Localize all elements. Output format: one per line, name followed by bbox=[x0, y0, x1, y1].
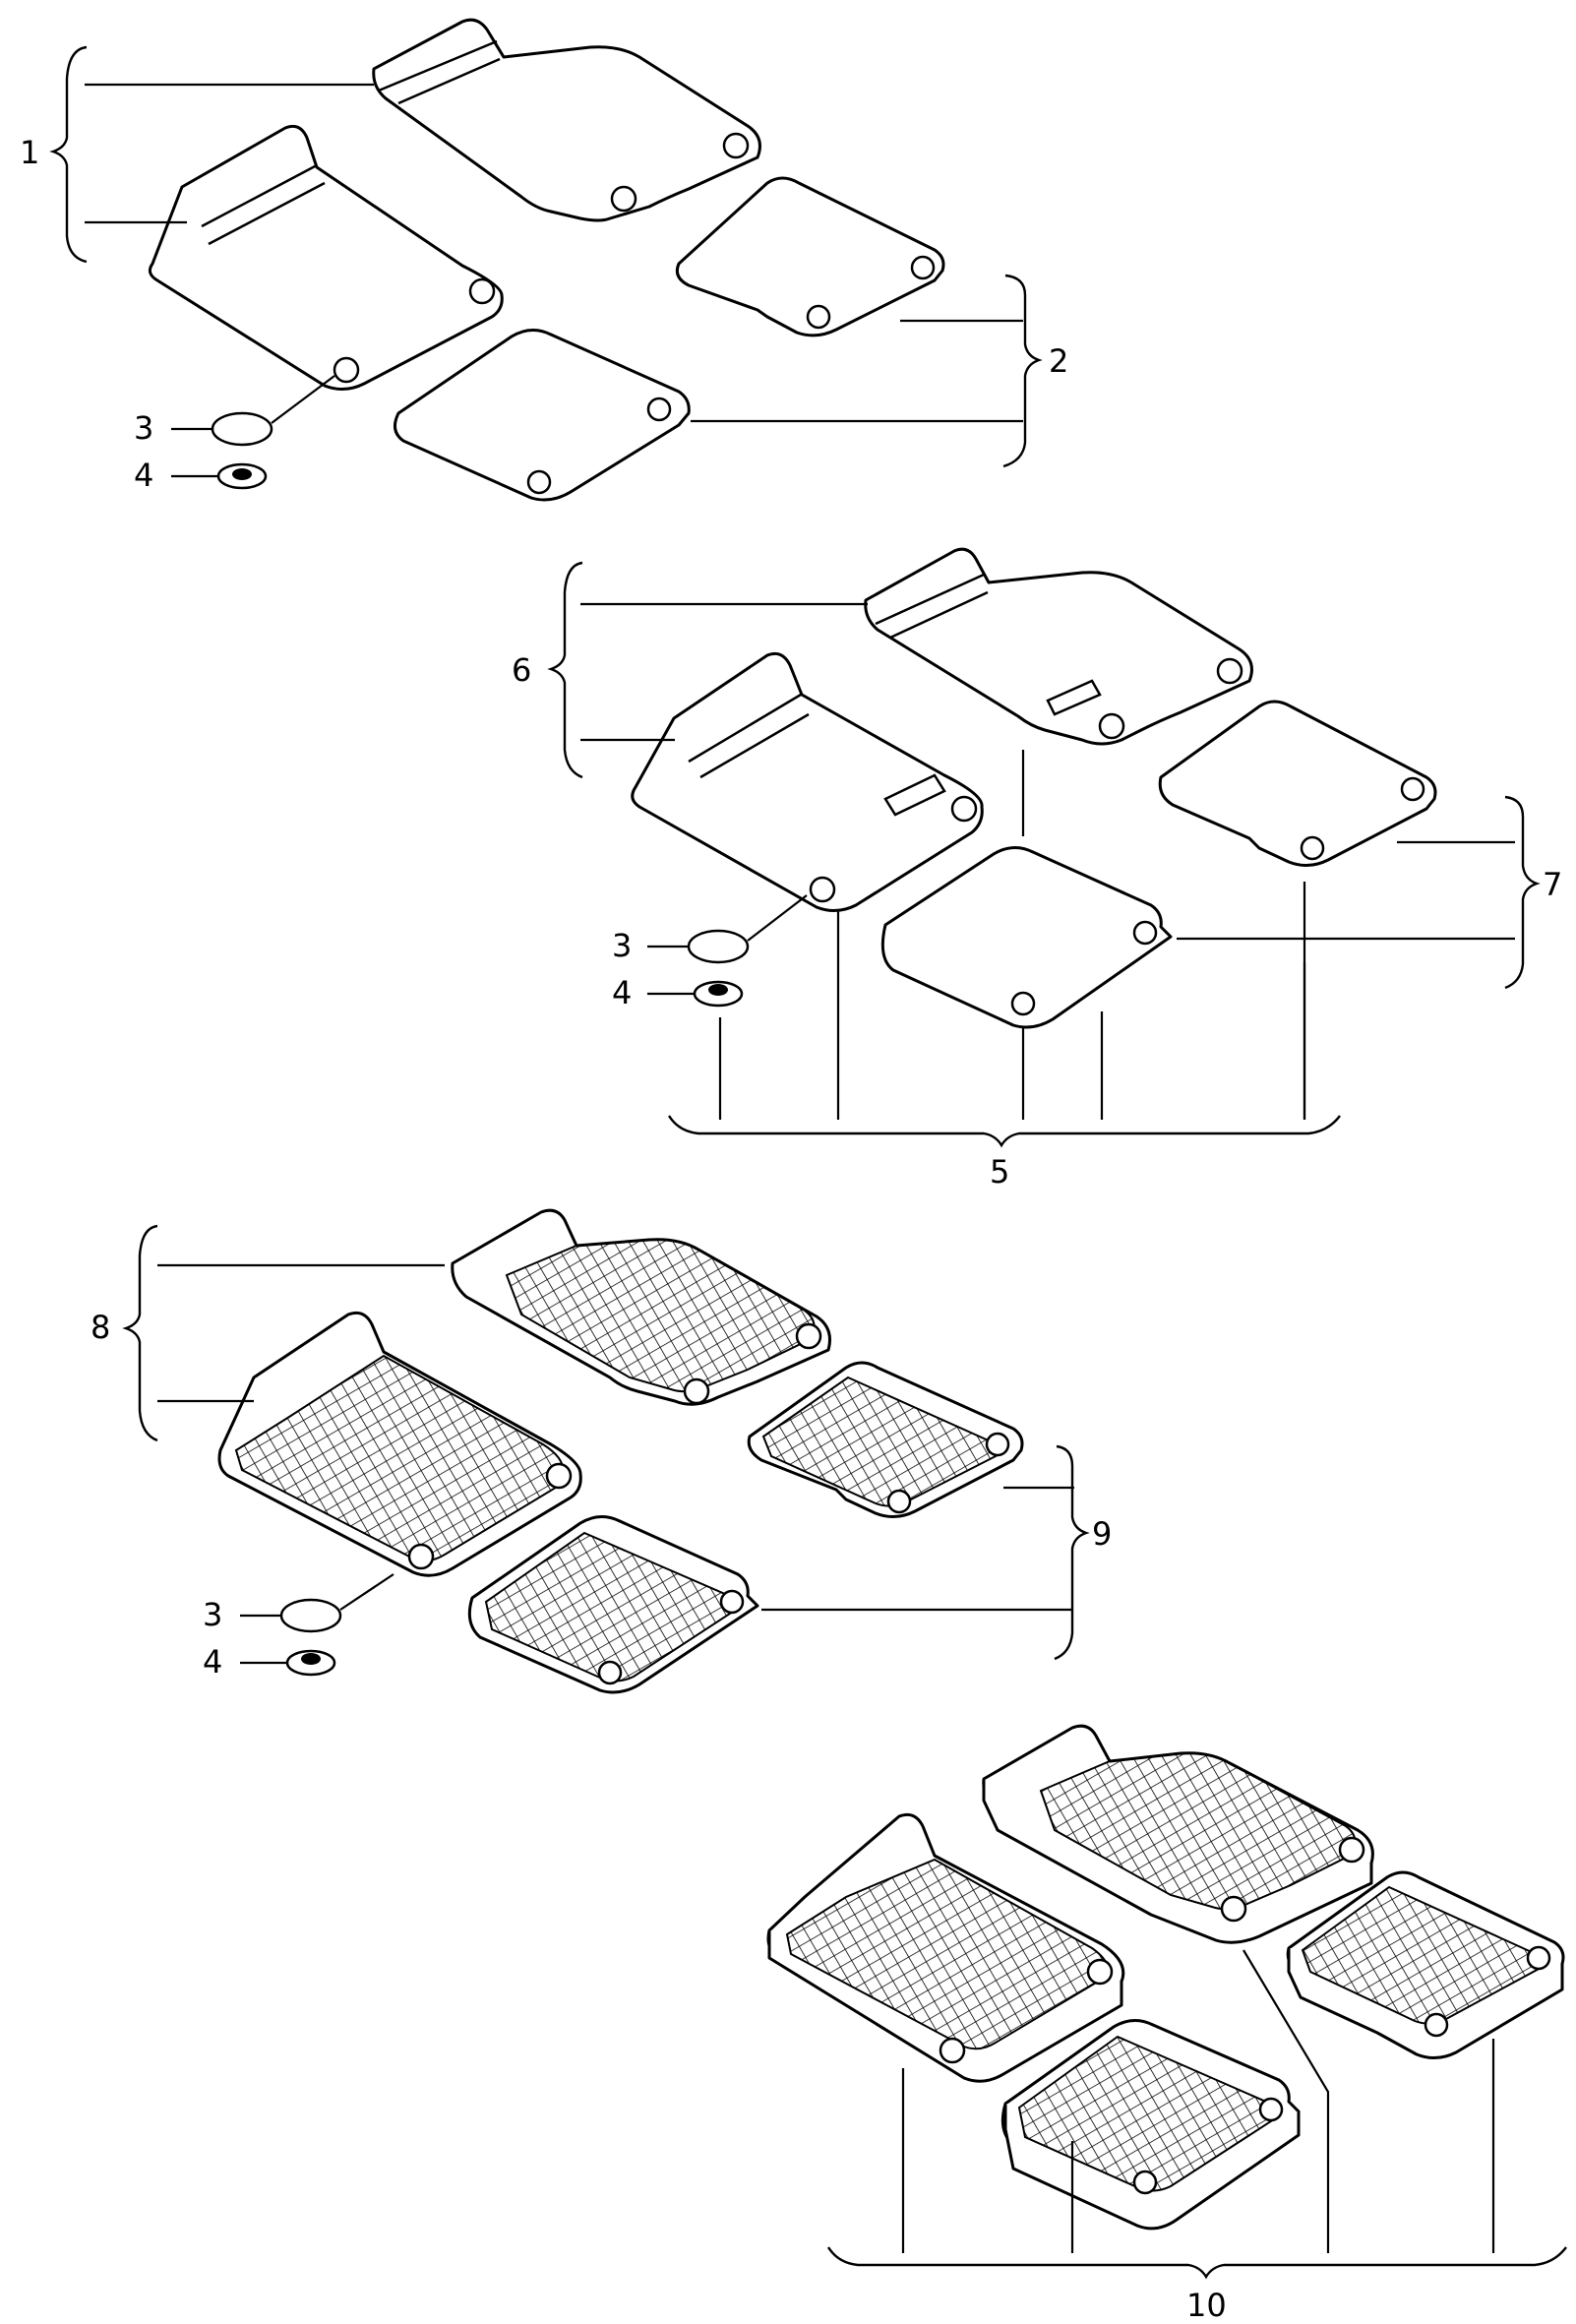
rubber-front-mat-right bbox=[451, 1208, 831, 1406]
front-mat-right-b bbox=[864, 547, 1253, 746]
front-mat-left bbox=[148, 124, 504, 391]
fastener-clip-3 bbox=[211, 411, 273, 447]
rubber-front-mat-left bbox=[217, 1311, 582, 1577]
callout-labels: 1 2 3 4 6 7 3 4 5 8 9 3 4 10 bbox=[20, 134, 1562, 2324]
front-mat-right bbox=[372, 18, 761, 222]
callout-3a: 3 bbox=[134, 409, 153, 447]
rear-mat-left bbox=[393, 329, 691, 502]
deep-rear-mat-right bbox=[1286, 1870, 1565, 2059]
rubber-rear-mat-right bbox=[747, 1361, 1024, 1518]
callout-1: 1 bbox=[20, 134, 39, 171]
callout-8: 8 bbox=[91, 1309, 110, 1346]
deep-front-mat-right bbox=[982, 1724, 1374, 1944]
front-mat-left-b bbox=[631, 651, 984, 912]
mat-set-8-9 bbox=[122, 1208, 1090, 1694]
callout-2: 2 bbox=[1049, 342, 1068, 380]
rear-mat-right-b bbox=[1158, 700, 1437, 867]
fastener-clip-3c bbox=[279, 1598, 342, 1633]
callout-5: 5 bbox=[990, 1153, 1009, 1191]
mat-set-1-2 bbox=[49, 18, 1043, 502]
mat-set-5-6-7 bbox=[547, 547, 1541, 1148]
callout-6: 6 bbox=[512, 651, 531, 689]
rear-mat-right bbox=[675, 176, 945, 337]
callout-9: 9 bbox=[1092, 1515, 1112, 1553]
callout-10: 10 bbox=[1186, 2287, 1227, 2324]
fastener-base-4 bbox=[216, 462, 268, 490]
fastener-base-4b bbox=[693, 980, 744, 1008]
rear-mat-left-b bbox=[880, 846, 1173, 1029]
callout-3c: 3 bbox=[203, 1596, 222, 1633]
deep-front-mat-left bbox=[766, 1812, 1125, 2083]
mat-set-10 bbox=[766, 1724, 1567, 2280]
callout-7: 7 bbox=[1543, 866, 1562, 903]
callout-4c: 4 bbox=[203, 1643, 222, 1681]
callout-4b: 4 bbox=[612, 974, 632, 1011]
rubber-rear-mat-left bbox=[467, 1515, 759, 1694]
callout-3b: 3 bbox=[612, 927, 632, 964]
fastener-clip-3b bbox=[687, 929, 750, 964]
callout-4a: 4 bbox=[134, 457, 153, 494]
deep-rear-mat-left bbox=[1000, 2019, 1301, 2231]
fastener-base-4c bbox=[285, 1649, 336, 1677]
